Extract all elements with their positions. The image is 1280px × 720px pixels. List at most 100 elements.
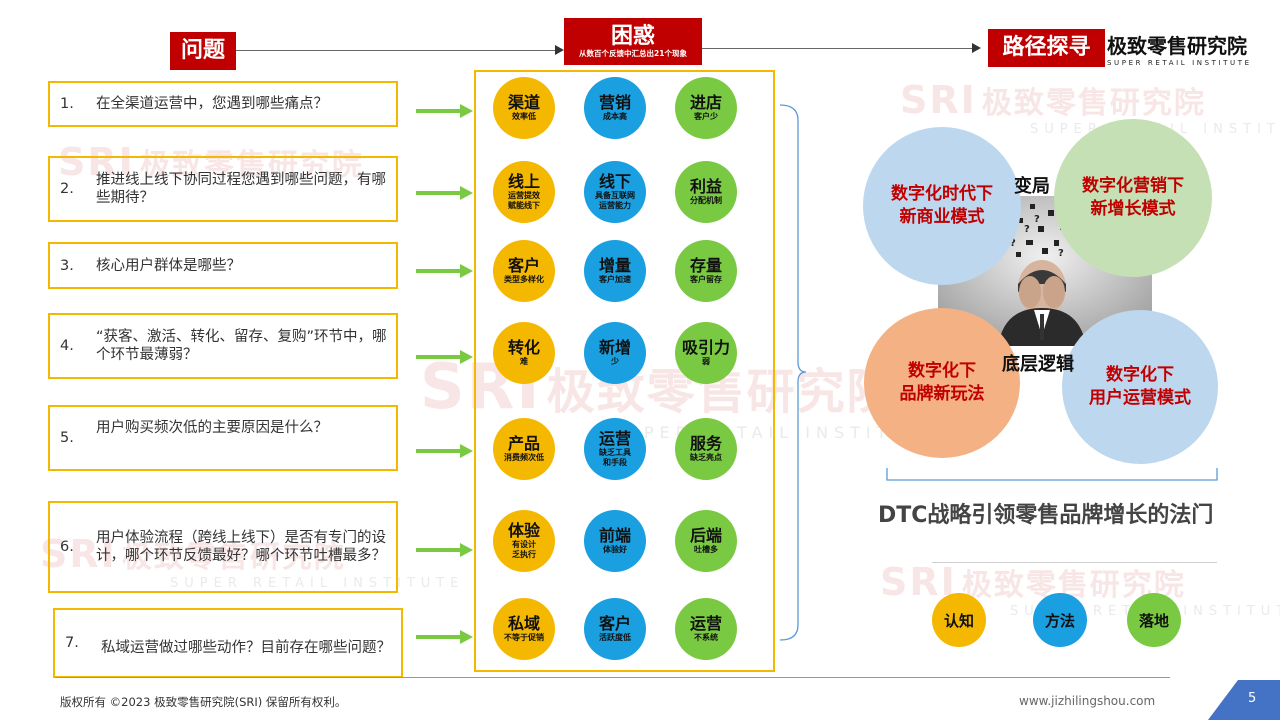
green-arrow xyxy=(416,186,474,200)
svg-text:?: ? xyxy=(1058,248,1064,259)
issue-circle: 存量客户留存 xyxy=(675,240,737,302)
issue-title: 新增 xyxy=(598,338,631,357)
issue-circle: 线上运营提效 赋能线下 xyxy=(493,161,555,223)
issue-circle: 体验有设计 乏执行 xyxy=(493,510,555,572)
footer-website: www.jizhilingshou.com xyxy=(1019,694,1156,708)
issue-title: 客户 xyxy=(598,614,631,633)
svg-text:?: ? xyxy=(1024,224,1030,235)
header-arrow-head xyxy=(555,45,564,55)
question-box: 1.在全渠道运营中，您遇到哪些痛点？ xyxy=(48,81,398,127)
label-underlying-logic: 底层逻辑 xyxy=(1002,354,1074,375)
issue-circle: 运营缺乏工具 和手段 xyxy=(584,418,646,480)
issue-title: 增量 xyxy=(598,256,631,275)
issue-title: 私域 xyxy=(507,614,540,633)
issue-title: 前端 xyxy=(598,526,631,545)
issue-circle: 后端吐槽多 xyxy=(675,510,737,572)
green-arrow xyxy=(416,104,474,118)
issue-title: 线下 xyxy=(598,172,631,191)
footer-copyright: 版权所有 ©2023 极致零售研究院(SRI) 保留所有权利。 xyxy=(60,695,347,709)
issue-title: 运营 xyxy=(689,614,722,633)
issue-subtitle: 缺乏工具 和手段 xyxy=(599,448,631,467)
issue-title: 体验 xyxy=(507,521,540,540)
issue-title: 吸引力 xyxy=(681,338,730,357)
confusion-tag: 困惑 从数百个反馈中汇总出21个现象 xyxy=(564,18,702,65)
question-box: 3.核心用户群体是哪些？ xyxy=(48,242,398,289)
label-change: 变局 xyxy=(1014,176,1050,197)
issue-circle: 客户活跃度低 xyxy=(584,598,646,660)
issue-subtitle: 效率低 xyxy=(512,112,536,121)
header-arrow-line xyxy=(702,48,974,49)
issue-circle: 转化难 xyxy=(493,322,555,384)
issue-subtitle: 吐槽多 xyxy=(694,545,718,554)
bottom-bracket xyxy=(886,468,1218,481)
issues-panel xyxy=(474,70,775,672)
dtc-title: DTC战略引领零售品牌增长的法门 xyxy=(878,503,1214,528)
page-number-badge xyxy=(1208,680,1280,720)
issue-title: 利益 xyxy=(689,177,722,196)
issue-subtitle: 客户加速 xyxy=(599,275,631,284)
footer-line xyxy=(55,677,1170,678)
issue-title: 服务 xyxy=(689,434,722,453)
question-box: 7.私域运营做过哪些动作？目前存在哪些问题？ xyxy=(53,608,403,678)
divider xyxy=(932,562,1217,563)
issue-title: 营销 xyxy=(598,93,631,112)
green-arrow xyxy=(416,543,474,557)
brand-logo: 极致零售研究院 SUPER RETAIL INSTITUTE xyxy=(1107,34,1252,67)
issue-circle: 增量客户加速 xyxy=(584,240,646,302)
issue-title: 客户 xyxy=(507,256,540,275)
issue-circle: 服务缺乏亮点 xyxy=(675,418,737,480)
question-box: 5.用户购买频次低的主要原因是什么？ xyxy=(48,405,398,471)
issue-circle: 利益分配机制 xyxy=(675,161,737,223)
issue-subtitle: 分配机制 xyxy=(690,196,722,205)
issue-circle: 运营不系统 xyxy=(675,598,737,660)
header-arrow-line xyxy=(236,50,556,51)
small-circle-method: 方法 xyxy=(1033,593,1087,647)
path-circle-brand-play: 数字化下 品牌新玩法 xyxy=(864,308,1020,458)
bracket xyxy=(779,104,807,641)
issue-subtitle: 难 xyxy=(520,357,528,366)
path-circle-growth-model: 数字化营销下 新增长模式 xyxy=(1054,119,1212,277)
issue-circle: 吸引力弱 xyxy=(675,322,737,384)
issue-title: 渠道 xyxy=(507,93,540,112)
issue-subtitle: 消费频次低 xyxy=(504,453,544,462)
question-box: 2.推进线上线下协同过程您遇到哪些问题，有哪些期待？ xyxy=(48,156,398,222)
issue-subtitle: 不等于促销 xyxy=(504,633,544,642)
issue-title: 存量 xyxy=(689,256,722,275)
issue-subtitle: 缺乏亮点 xyxy=(690,453,722,462)
svg-text:?: ? xyxy=(1010,238,1016,249)
issue-subtitle: 客户少 xyxy=(694,112,718,121)
issue-subtitle: 体验好 xyxy=(603,545,627,554)
issue-subtitle: 具备互联网 运营能力 xyxy=(595,191,635,210)
issue-subtitle: 类型多样化 xyxy=(504,275,544,284)
issue-subtitle: 活跃度低 xyxy=(599,633,631,642)
small-circle-implementation: 落地 xyxy=(1127,593,1181,647)
issue-circle: 营销成本高 xyxy=(584,77,646,139)
svg-text:?: ? xyxy=(1034,214,1040,225)
issue-subtitle: 不系统 xyxy=(694,633,718,642)
issue-subtitle: 有设计 乏执行 xyxy=(512,540,536,559)
issue-title: 运营 xyxy=(598,429,631,448)
small-circle-cognition: 认知 xyxy=(932,593,986,647)
issue-title: 转化 xyxy=(507,338,540,357)
issue-title: 线上 xyxy=(507,172,540,191)
issue-circle: 新增少 xyxy=(584,322,646,384)
question-box: 4.“获客、激活、转化、留存、复购”环节中，哪个环节最薄弱？ xyxy=(48,313,398,379)
issue-circle: 私域不等于促销 xyxy=(493,598,555,660)
issue-subtitle: 少 xyxy=(611,357,619,366)
issue-subtitle: 客户留存 xyxy=(690,275,722,284)
green-arrow xyxy=(416,444,474,458)
problem-tag: 问题 xyxy=(170,32,236,70)
path-circle-business-model: 数字化时代下 新商业模式 xyxy=(863,127,1021,285)
green-arrow xyxy=(416,264,474,278)
issue-circle: 前端体验好 xyxy=(584,510,646,572)
question-box: 6.用户体验流程（跨线上线下）是否有专门的设计，哪个环节反馈最好？哪个环节吐槽最… xyxy=(48,501,398,593)
issue-circle: 产品消费频次低 xyxy=(493,418,555,480)
page-number: 5 xyxy=(1248,691,1257,706)
path-circle-user-operation: 数字化下 用户运营模式 xyxy=(1062,310,1218,464)
issue-title: 进店 xyxy=(689,93,722,112)
green-arrow xyxy=(416,350,474,364)
path-tag: 路径探寻 xyxy=(988,29,1105,67)
issue-circle: 进店客户少 xyxy=(675,77,737,139)
header-arrow-head xyxy=(972,43,981,53)
green-arrow xyxy=(416,630,474,644)
